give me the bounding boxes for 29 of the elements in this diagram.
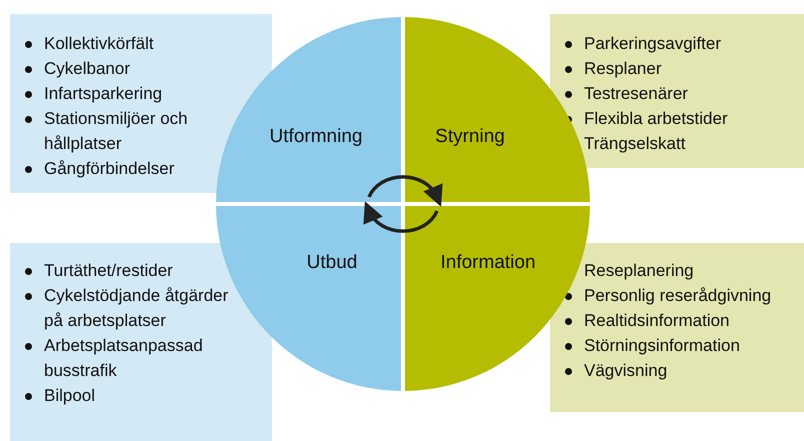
list-item: Trängselskatt bbox=[584, 134, 686, 153]
quadrant-label: Styrning bbox=[435, 126, 505, 148]
list-item: Personlig reserådgivning bbox=[584, 286, 772, 305]
quadrant-label: Utformning bbox=[270, 126, 362, 148]
text-panel bbox=[550, 14, 804, 168]
list-item: Arbetsplatsanpassad busstrafik bbox=[44, 336, 203, 380]
list-item: Parkeringsavgifter bbox=[584, 34, 722, 53]
list-item: Vägvisning bbox=[584, 361, 668, 380]
list-item: Kollektivkörfält bbox=[44, 34, 154, 53]
list-item: Reseplanering bbox=[584, 261, 694, 280]
text-panel bbox=[10, 243, 272, 441]
list-item: Störningsinformation bbox=[584, 336, 740, 355]
list-item: Stationsmiljöer och hållplatser bbox=[44, 109, 188, 153]
list-item: Resplaner bbox=[584, 59, 662, 78]
text-panel bbox=[550, 243, 804, 412]
curved-arrow bbox=[367, 175, 442, 206]
list-item: Testresenärer bbox=[584, 84, 688, 103]
list-item: Cykelstödjande åtgärder på arbetsplatser bbox=[44, 286, 228, 330]
list-item: Flexibla arbetstider bbox=[584, 109, 728, 128]
list-item: Realtidsinformation bbox=[584, 311, 730, 330]
text-panel bbox=[10, 14, 272, 193]
list-item: Gångförbindelser bbox=[44, 159, 174, 178]
quadrant-label: Information bbox=[440, 252, 536, 274]
quadrant-label: Utbud bbox=[306, 252, 358, 274]
list-item: Cykelbanor bbox=[44, 59, 130, 78]
list-item: Bilpool bbox=[44, 386, 96, 405]
list-item: Infartsparkering bbox=[44, 84, 162, 103]
list-item: Turtäthet/restider bbox=[44, 261, 173, 280]
curved-arrow bbox=[364, 202, 439, 233]
